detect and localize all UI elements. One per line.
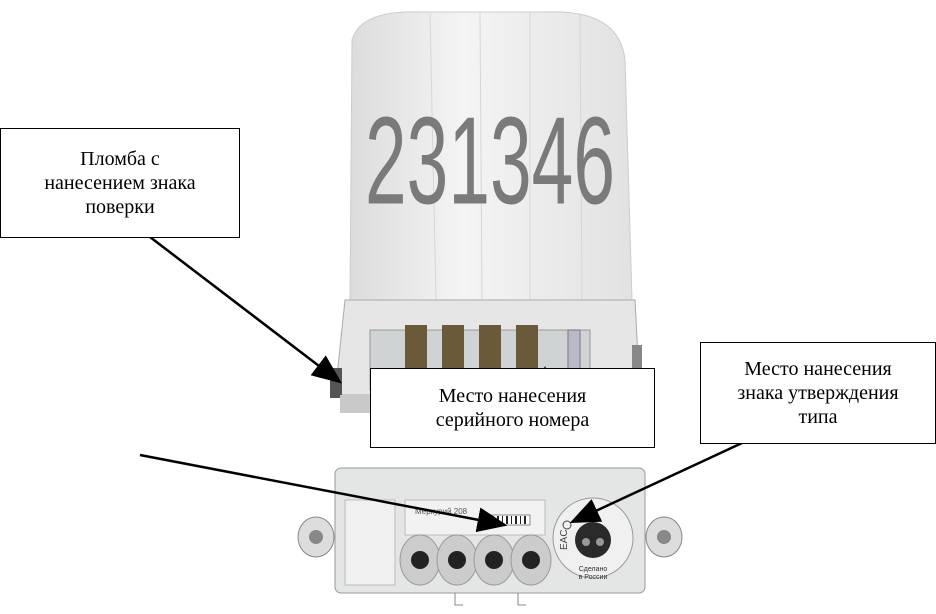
callout-approval-line2: знака утверждения xyxy=(737,382,899,404)
meter-top-view: 231346 xyxy=(330,11,642,413)
arrow-approval xyxy=(569,441,743,524)
callout-seal-line1: Пломба с xyxy=(80,148,160,170)
callout-serial-line2: серийного номера xyxy=(435,409,590,431)
callout-approval-line3: типа xyxy=(798,406,838,428)
arrow-serial xyxy=(139,453,508,533)
arrow-seal xyxy=(149,236,342,384)
made-in-line1: Сделано xyxy=(579,566,608,573)
callout-approval-line1: Место нанесения xyxy=(744,358,892,380)
model-label: Меркурий 208 xyxy=(415,507,468,516)
made-in-line2: в России xyxy=(579,574,608,581)
callout-serial-line1: Место нанесения xyxy=(438,385,587,407)
meter-bottom-view: Меркурий 208 EAC Сделано в России xyxy=(297,467,683,606)
callout-seal-line2: нанесением знака xyxy=(44,172,196,194)
cover-number: 231346 xyxy=(365,91,615,230)
callout-seal-line3: поверки xyxy=(85,196,155,218)
seal xyxy=(330,368,342,398)
eac-mark: EAC xyxy=(559,529,570,550)
